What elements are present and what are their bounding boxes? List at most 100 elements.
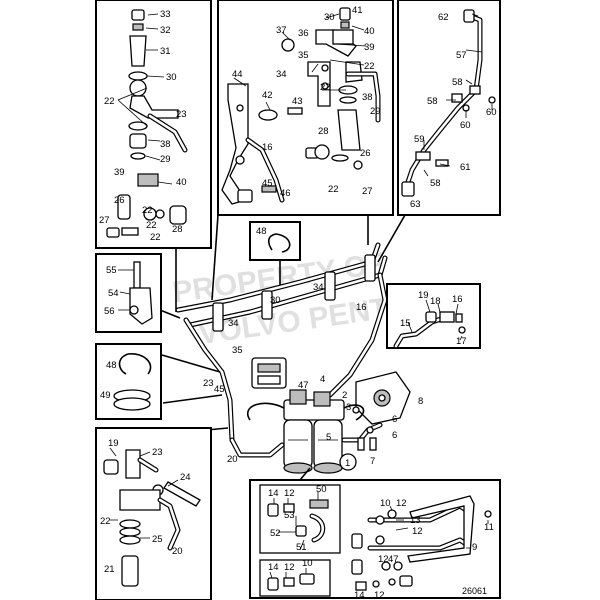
label-57: 57 (456, 50, 467, 61)
label-30: 30 (166, 72, 177, 83)
label-47: 47 (298, 380, 309, 391)
label-11: 11 (484, 522, 494, 533)
label-12: 12 (374, 590, 385, 600)
label-3: 3 (346, 402, 351, 413)
label-51: 51 (296, 542, 307, 553)
label-33: 33 (160, 9, 171, 20)
label-35: 35 (298, 50, 309, 61)
label-37: 37 (276, 25, 287, 36)
label-63: 63 (410, 199, 421, 210)
label-42: 42 (262, 90, 273, 101)
label-16: 16 (452, 294, 463, 305)
label-49: 49 (100, 390, 111, 401)
label-58: 58 (430, 178, 441, 189)
label-23: 23 (176, 109, 187, 120)
detail-box-return-line: 62 57 58 58 60 60 59 61 58 63 (397, 0, 501, 216)
label-58: 58 (427, 96, 438, 107)
label-34: 34 (228, 318, 239, 329)
label-39: 39 (114, 167, 125, 178)
label-29: 29 (160, 154, 171, 165)
label-34: 34 (313, 282, 324, 293)
label-22: 22 (150, 232, 161, 243)
label-12: 12 (412, 526, 423, 537)
figure-id: 26061 (462, 586, 487, 596)
label-28: 28 (172, 224, 183, 235)
label-30: 30 (324, 12, 335, 23)
label-27: 27 (362, 186, 373, 197)
label-58: 58 (452, 77, 463, 88)
label-43: 43 (292, 96, 303, 107)
label-14: 14 (354, 590, 365, 600)
label-46: 46 (280, 188, 291, 199)
label-55: 55 (106, 265, 117, 276)
label-50: 50 (316, 484, 327, 495)
hose-loop (247, 402, 365, 421)
detail-box-hose-clips: 48 49 (95, 343, 162, 420)
label-17: 17 (456, 336, 467, 347)
label-20: 20 (227, 454, 238, 465)
label-18: 18 (430, 296, 441, 307)
label-8: 8 (418, 396, 423, 407)
label-21: 21 (104, 564, 115, 575)
fuel-filter-assembly (283, 389, 345, 474)
callout-marker-circle (339, 453, 357, 471)
label-2: 2 (342, 390, 347, 401)
label-48: 48 (106, 360, 117, 371)
label-31: 31 (160, 46, 171, 57)
label-48: 48 (256, 226, 267, 237)
label-22: 22 (364, 61, 375, 72)
label-36: 36 (298, 28, 309, 39)
label-61: 61 (460, 162, 471, 173)
callout-marker: 1 (345, 458, 350, 469)
detail-box-fuel-inlet: 19 18 16 15 17 (386, 283, 481, 349)
label-40: 40 (176, 177, 187, 188)
label-38: 38 (160, 139, 171, 150)
label-30: 30 (270, 295, 281, 306)
label-14: 14 (268, 562, 279, 573)
label-19: 19 (418, 290, 429, 301)
detail-box-bracket: 55 54 56 (95, 253, 162, 333)
label-29: 29 (370, 106, 381, 117)
label-62: 62 (438, 12, 449, 23)
label-20: 20 (172, 546, 183, 557)
label-23: 23 (203, 378, 214, 389)
label-32: 32 (160, 25, 171, 36)
label-15: 15 (400, 318, 411, 329)
label-40: 40 (364, 26, 375, 37)
label-16: 16 (356, 302, 367, 313)
label-13: 13 (410, 515, 421, 526)
label-22: 22 (104, 96, 115, 107)
label-4: 4 (320, 374, 325, 385)
central-fuel-system-assembly: 1 34 34 30 16 35 23 45 47 4 2 3 8 6 6 5 … (175, 242, 423, 474)
label-45: 45 (262, 178, 273, 189)
label-22: 22 (328, 184, 339, 195)
label-23: 23 (152, 447, 163, 458)
label-35: 35 (232, 345, 243, 356)
label-54: 54 (108, 288, 119, 299)
banjo-fittings (352, 406, 377, 451)
label-53: 53 (284, 510, 295, 521)
label-6: 6 (392, 430, 397, 441)
label-19: 19 (108, 438, 119, 449)
label-60: 60 (460, 120, 471, 131)
detail-box-injector-bracket: 41 30 40 37 36 39 35 22 34 44 42 43 22 3… (217, 0, 394, 216)
fuel-pump (355, 371, 411, 425)
label-26: 26 (114, 195, 125, 206)
label-24: 24 (180, 472, 191, 483)
label-59: 59 (414, 134, 425, 145)
label-6: 6 (392, 414, 397, 425)
label-45: 45 (214, 384, 225, 395)
label-22: 22 (142, 205, 153, 216)
label-41: 41 (352, 5, 363, 16)
detail-box-fuel-return-hoses: 14 12 50 53 52 51 14 12 10 10 12 13 12 1… (249, 479, 501, 600)
label-44: 44 (232, 69, 243, 80)
label-47: 47 (388, 554, 399, 565)
detail-box-injector-top: 33 32 31 30 22 23 38 29 39 26 40 22 27 2… (95, 0, 212, 249)
label-12: 12 (396, 498, 407, 509)
label-34: 34 (276, 69, 287, 80)
detail-box-banjo-union: 19 23 24 22 25 20 21 (95, 427, 212, 600)
label-16: 16 (262, 142, 273, 153)
injector-clamp (212, 254, 376, 332)
label-60: 60 (486, 107, 497, 118)
